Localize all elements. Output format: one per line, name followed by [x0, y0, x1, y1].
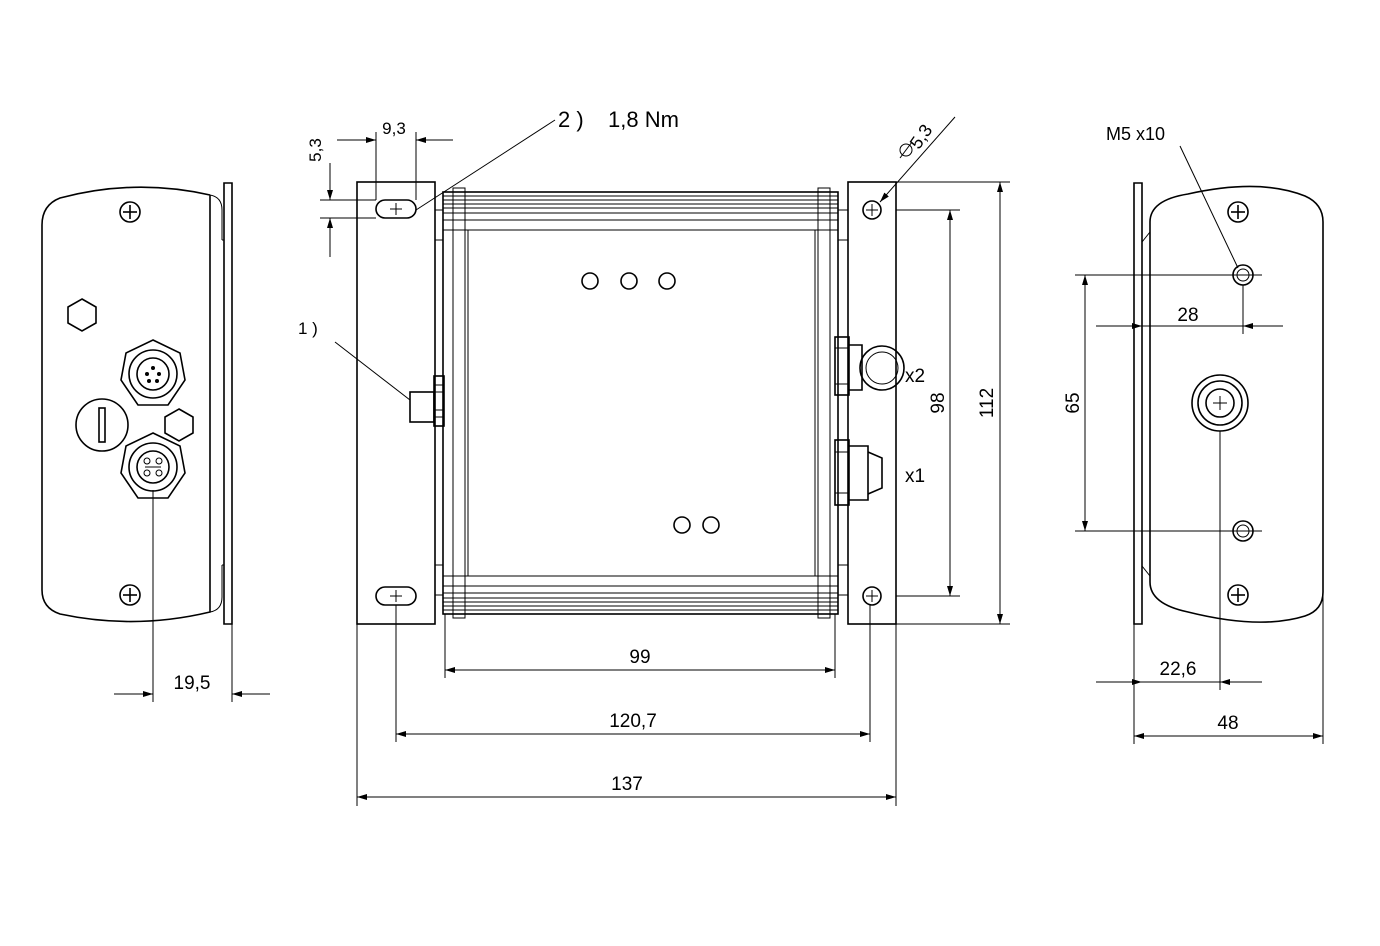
- mounting-hole: [862, 586, 882, 606]
- slotted-hole: [375, 199, 417, 219]
- screw-head-icon: [1227, 584, 1249, 606]
- connector-x2: [834, 336, 905, 396]
- callout-item-1: 1 ): [298, 319, 318, 338]
- screw-head-icon: [119, 584, 141, 606]
- dim-overall-height: 112: [977, 388, 998, 418]
- connector-x1: [834, 439, 883, 506]
- led-indicator: [620, 272, 638, 290]
- label-x1: x1: [905, 466, 925, 487]
- front-view: x2 x1 2 ) 1,8 Nm 1 ) 5,3 9,3 5,3 98: [298, 107, 1010, 806]
- led-indicator: [658, 272, 676, 290]
- screw-head-icon: [119, 201, 141, 223]
- dim-right-28: 28: [1177, 305, 1198, 326]
- right-flange: [1133, 182, 1143, 625]
- ground-stud: [409, 375, 445, 427]
- dim-overall-width: 137: [611, 774, 643, 795]
- dim-hole-vertical: 98: [928, 392, 949, 413]
- led-indicator: [702, 516, 720, 534]
- dim-hole-diameter: 5,3: [906, 121, 937, 153]
- housing-body: [442, 191, 839, 615]
- left-side-view: 19,5: [41, 182, 270, 702]
- hex-nut-icon: [164, 408, 194, 442]
- dim-hole-spacing: 120,7: [609, 711, 657, 732]
- blanking-plug: [75, 398, 129, 452]
- dim-slot-height: 5,3: [306, 138, 325, 162]
- slotted-hole: [375, 586, 417, 606]
- left-housing-outline: [41, 186, 211, 623]
- label-thread: M5 x10: [1106, 124, 1165, 144]
- led-indicator: [673, 516, 691, 534]
- dim-right-22-6: 22,6: [1160, 659, 1197, 680]
- mounting-hole: [862, 200, 882, 220]
- center-connector: [1191, 374, 1249, 432]
- connector-m12-lower: [120, 432, 186, 499]
- screw-head-icon: [1227, 201, 1249, 223]
- right-housing-outline: [1149, 185, 1324, 623]
- dim-right-48: 48: [1217, 713, 1238, 734]
- dim-right-65: 65: [1063, 392, 1084, 413]
- led-indicator: [581, 272, 599, 290]
- left-mounting-plate: [356, 181, 436, 625]
- dim-left-depth: 19,5: [174, 673, 211, 694]
- right-mounting-plate: [847, 181, 897, 625]
- left-flange: [223, 182, 233, 625]
- connector-m12-upper: [120, 339, 186, 406]
- right-side-view: M5 x10 28 65 22,6 48: [1063, 124, 1324, 744]
- dim-body-width: 99: [629, 647, 650, 668]
- hex-nut-icon: [67, 298, 97, 332]
- label-x2: x2: [905, 366, 925, 387]
- diameter-symbol-icon: [899, 141, 913, 159]
- callout-torque-value: 1,8 Nm: [608, 107, 679, 132]
- callout-torque-ref: 2 ): [558, 107, 584, 132]
- dim-slot-width: 9,3: [382, 119, 406, 138]
